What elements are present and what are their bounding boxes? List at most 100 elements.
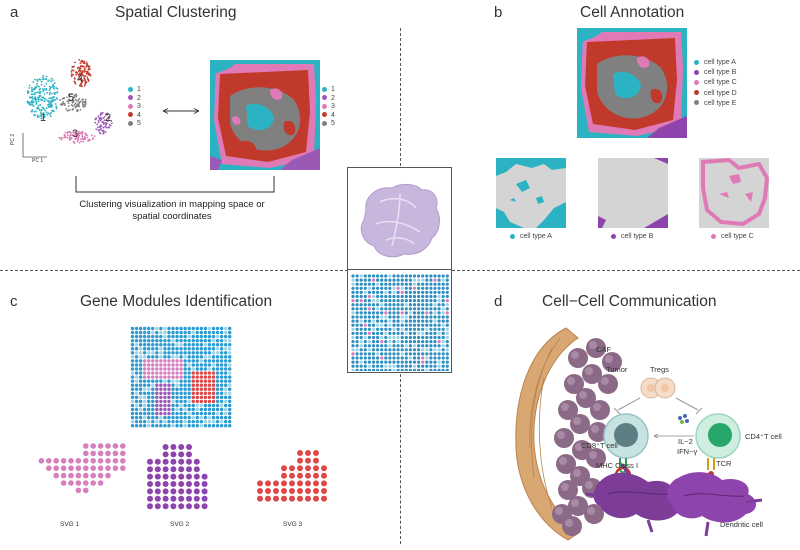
label-cd8: CD8⁺T cell [581, 441, 618, 450]
svg3-spot [313, 465, 319, 472]
spot [388, 290, 392, 294]
spot [412, 307, 417, 311]
svg3-spot [289, 480, 295, 487]
spot [380, 282, 384, 286]
gene-spot [203, 343, 208, 347]
spot [355, 274, 359, 278]
gene-spot [211, 363, 216, 367]
spot [380, 274, 384, 278]
spot [371, 344, 376, 348]
umap-point [46, 114, 49, 116]
gene-spot [171, 347, 175, 351]
spot [359, 307, 363, 311]
gene-spot [203, 415, 208, 420]
gene-spot [211, 424, 216, 428]
gene-spot [199, 343, 204, 347]
spot [367, 331, 371, 335]
umap-point [82, 79, 84, 82]
gene-spot [191, 391, 195, 395]
gene-spot [187, 415, 191, 420]
spot [400, 319, 404, 323]
spot [384, 282, 388, 286]
spot [429, 303, 433, 307]
spot [359, 278, 363, 282]
spot [437, 294, 441, 299]
umap-point [40, 108, 43, 111]
umap-point [52, 79, 54, 82]
gene-spot [203, 391, 208, 395]
svg3-spot [321, 488, 327, 494]
umap-point [53, 82, 56, 84]
umap-point [36, 79, 39, 82]
gene-spot [151, 363, 155, 367]
umap-point [49, 115, 52, 118]
panel-letter-c: c [10, 293, 18, 310]
spot [445, 315, 449, 319]
gene-spot [211, 415, 216, 420]
spot [363, 311, 367, 315]
gene-spot [138, 359, 143, 363]
gene-spot [199, 395, 204, 400]
gene-spot [207, 330, 212, 335]
gene-spot [151, 347, 155, 351]
spot [441, 356, 445, 360]
gene-spot [223, 387, 228, 391]
spot [425, 360, 429, 364]
spot [359, 286, 363, 290]
gene-spot [187, 399, 191, 404]
gene-spot [228, 424, 232, 428]
spot [421, 319, 425, 323]
spot [376, 344, 380, 348]
svg1-spot [83, 472, 89, 479]
gene-spot [175, 407, 179, 412]
gene-spot [228, 415, 232, 420]
svg3-spot [321, 465, 327, 472]
gene-spot [223, 343, 228, 347]
gene-spot [195, 419, 199, 424]
svg3-spot [313, 472, 319, 479]
spot [404, 286, 408, 290]
umap-point [76, 140, 79, 143]
spot [351, 299, 355, 303]
umap-point [41, 96, 43, 99]
gene-spot [171, 338, 175, 343]
spot [359, 364, 363, 368]
gene-spot [195, 351, 199, 355]
spot [376, 327, 380, 331]
umap-point [84, 98, 87, 101]
svg1-spot [90, 465, 96, 471]
spot [425, 274, 429, 278]
svg3-spot [305, 488, 311, 494]
gene-spot [138, 399, 143, 404]
spot [421, 327, 425, 331]
spot [429, 315, 433, 319]
umap-point [81, 59, 84, 62]
gene-spot [151, 367, 155, 371]
svg2-spot [186, 495, 192, 502]
gene-spot [151, 330, 155, 335]
spot [359, 323, 363, 327]
svg1-spot [90, 480, 96, 486]
gene-spot [223, 411, 228, 416]
spot [412, 356, 417, 360]
umap-point [78, 75, 80, 77]
umap-point [87, 78, 90, 81]
umap-point [104, 125, 107, 128]
gene-spot [219, 407, 224, 412]
spot [359, 319, 363, 323]
gene-spot [142, 355, 147, 359]
spot [355, 340, 359, 344]
spot [441, 290, 445, 294]
gene-spot [138, 379, 143, 383]
spot [388, 340, 392, 344]
gene-spot [187, 355, 191, 359]
spot [412, 344, 417, 348]
umap-point [40, 115, 43, 118]
svg2-spot [201, 503, 208, 510]
umap-axis-pc2: PC 2 [10, 133, 16, 145]
svg3-spot [297, 457, 303, 464]
gene-spot [130, 355, 135, 359]
sub-label-a: cell type A [510, 232, 552, 242]
gene-spot [223, 415, 228, 420]
umap-point [31, 98, 34, 100]
